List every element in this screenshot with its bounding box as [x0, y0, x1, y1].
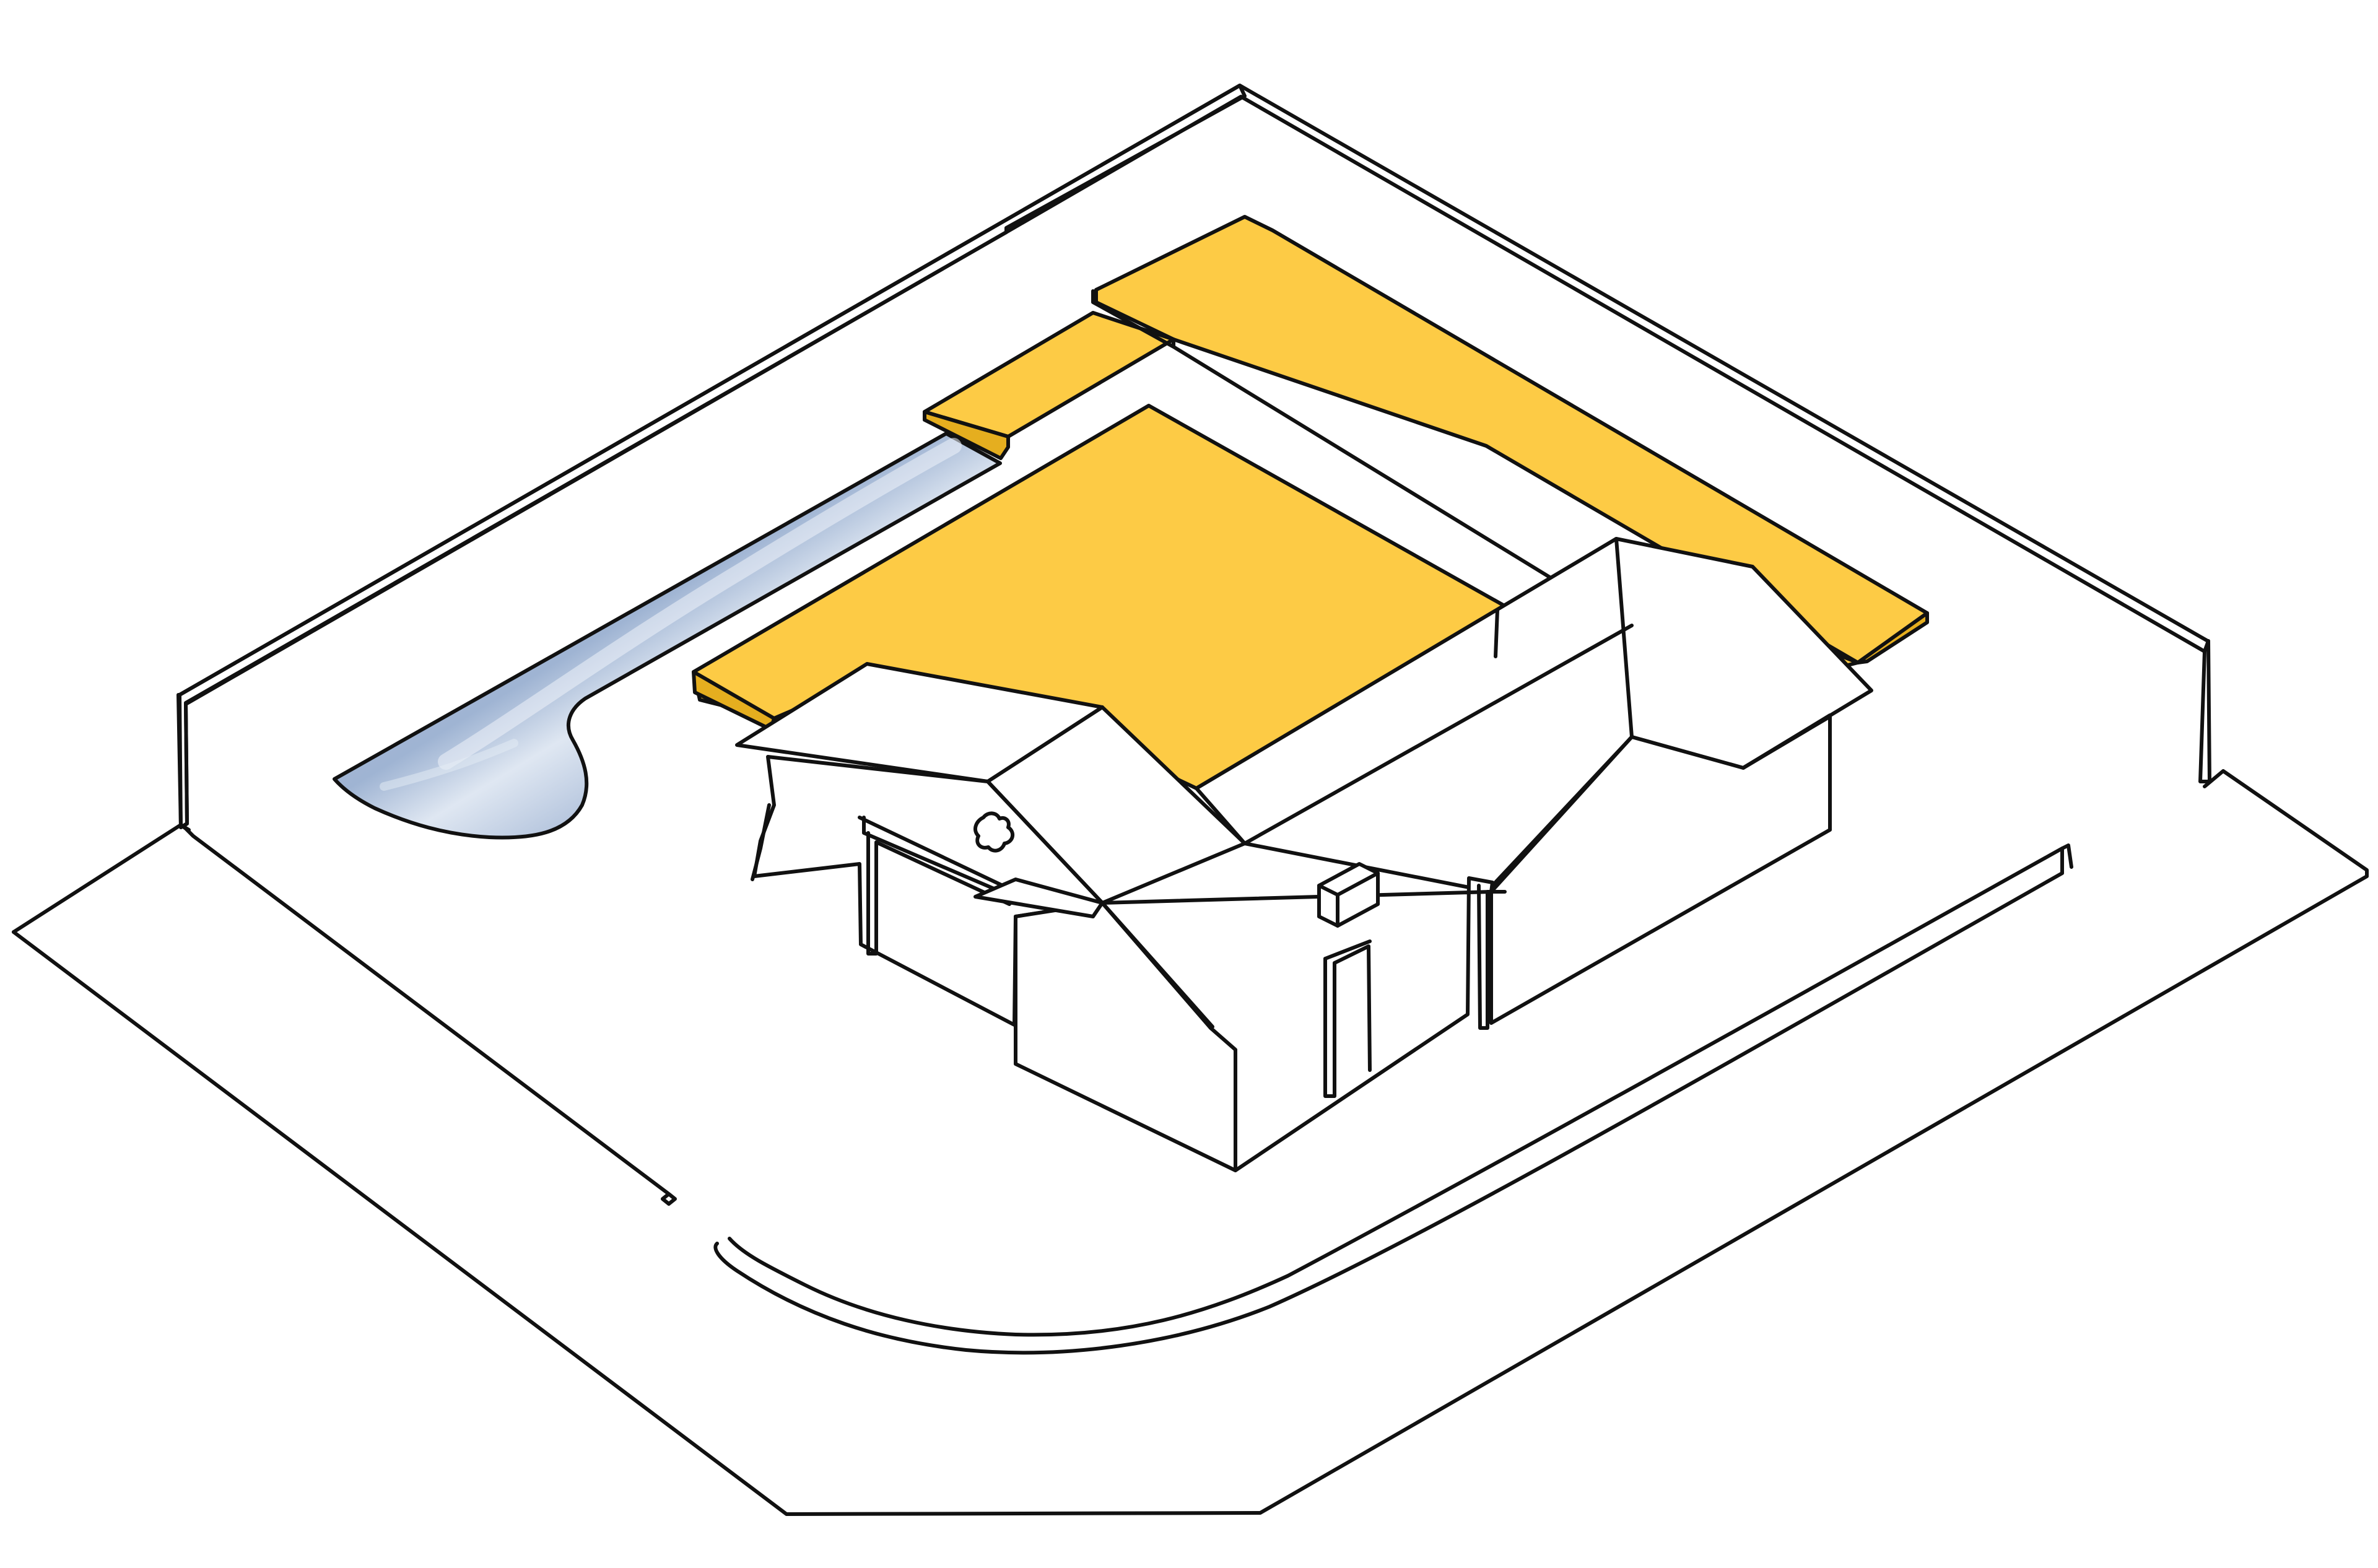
wall-lamp-icon — [1317, 862, 1380, 928]
sidewalk-curb — [713, 843, 2073, 1355]
garage-door — [858, 816, 1017, 956]
garage-gable-eave — [973, 878, 1104, 918]
yellow-addition-back-strip — [923, 215, 1929, 664]
existing-house — [735, 537, 1873, 1172]
perimeter-wall-left — [176, 84, 2210, 829]
house-number-icon — [973, 811, 1015, 853]
side-door — [1477, 884, 1507, 1030]
front-door — [1323, 939, 1372, 1098]
swimming-pool — [333, 432, 1002, 840]
perimeter-wall-right — [2198, 639, 2211, 783]
